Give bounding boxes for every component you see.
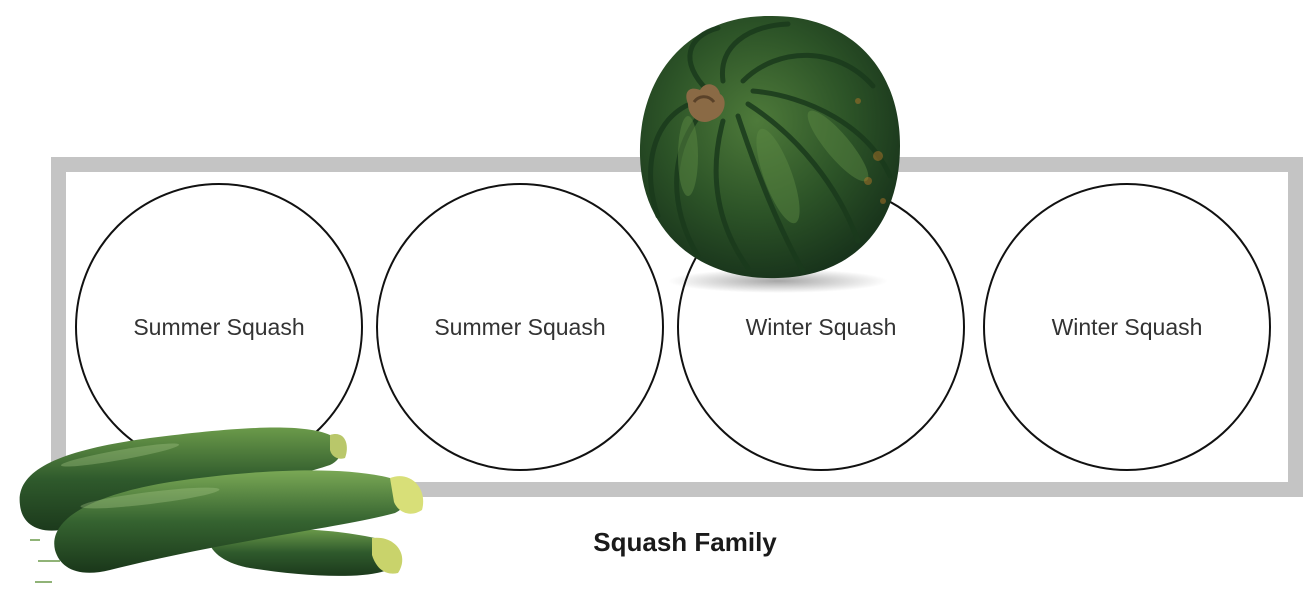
diagram-title: Squash Family (520, 527, 850, 558)
circle-winter-squash-2: Winter Squash (983, 183, 1271, 471)
circle-label: Summer Squash (434, 314, 605, 341)
circle-label: Winter Squash (1052, 314, 1203, 341)
decorative-marks (30, 537, 75, 587)
acorn-squash-image (628, 6, 908, 296)
circle-label: Winter Squash (746, 314, 897, 341)
circle-label: Summer Squash (133, 314, 304, 341)
